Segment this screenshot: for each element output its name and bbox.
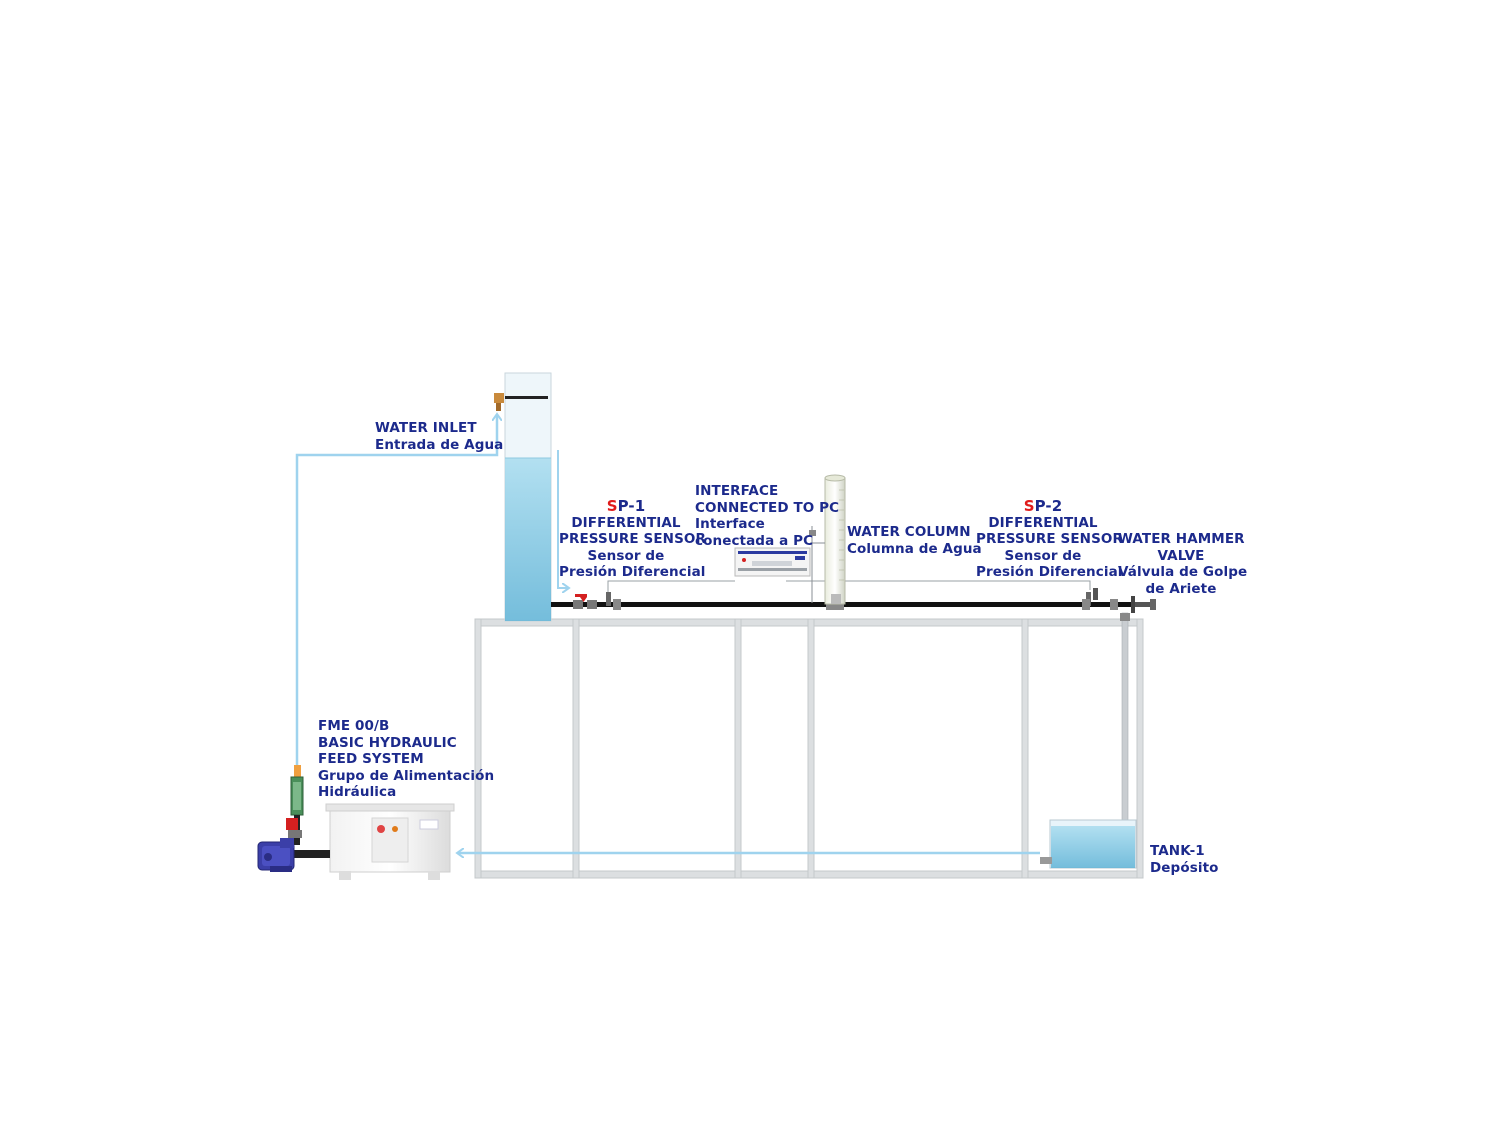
fme-line1: FME 00/B bbox=[318, 718, 390, 734]
sp2-line3: Sensor de bbox=[1004, 547, 1082, 564]
fme-line4: Grupo de Alimentación bbox=[318, 767, 495, 784]
support-frame bbox=[474, 618, 1144, 879]
fme-label: FME 00/B BASIC HYDRAULIC FEED SYSTEM Gru… bbox=[318, 718, 494, 801]
water-hammer-valve-label: WATER HAMMER VALVE Válvula de Golpe de A… bbox=[1118, 531, 1248, 597]
sp2-label: SP-2 DIFFERENTIAL PRESSURE SENSOR Sensor… bbox=[976, 497, 1123, 581]
inlet-elbow-icon bbox=[494, 393, 504, 403]
head-tank bbox=[494, 372, 552, 622]
water-column bbox=[809, 474, 846, 605]
whv-line1: WATER HAMMER bbox=[1118, 531, 1245, 547]
interface-box bbox=[734, 547, 811, 577]
tank1-label: TANK-1 Depósito bbox=[1150, 843, 1219, 876]
interface-label: INTERFACE CONNECTED TO PC Interface cone… bbox=[695, 483, 839, 549]
fme-feed-system bbox=[325, 803, 455, 880]
fme-line5: Hidráulica bbox=[318, 784, 397, 800]
pump-icon bbox=[257, 838, 295, 872]
valve-icon bbox=[580, 597, 587, 602]
sp2-line2: PRESSURE SENSOR bbox=[976, 531, 1123, 547]
fme-line3: FEED SYSTEM bbox=[318, 751, 424, 767]
interface-line4: conectada a PC bbox=[695, 532, 814, 549]
water-inlet-title: WATER INLET bbox=[375, 420, 477, 436]
sp1-line2: PRESSURE SENSOR bbox=[559, 531, 706, 547]
fme-line2: BASIC HYDRAULIC bbox=[318, 734, 457, 751]
main-pipe bbox=[551, 596, 1156, 613]
supply-flow-arrow bbox=[295, 415, 497, 767]
sp1-label: SP-1 DIFFERENTIAL PRESSURE SENSOR Sensor… bbox=[559, 497, 706, 581]
interface-line3: Interface bbox=[695, 516, 765, 532]
sp2-line1: DIFFERENTIAL bbox=[988, 514, 1098, 531]
water-column-label: WATER COLUMN Columna de Agua bbox=[847, 524, 982, 557]
sp2-line4: Presión Diferencial bbox=[976, 564, 1123, 580]
sp1-line3: Sensor de bbox=[587, 547, 665, 564]
interface-line2: CONNECTED TO PC bbox=[695, 499, 840, 516]
sp1-tag: SP-1 bbox=[606, 497, 646, 515]
whv-line3: Válvula de Golpe bbox=[1118, 564, 1248, 580]
tank1-subtitle: Depósito bbox=[1150, 859, 1219, 876]
water-column-subtitle: Columna de Agua bbox=[847, 540, 982, 557]
water-inlet-label: WATER INLET Entrada de Agua bbox=[375, 420, 503, 453]
sp2-tag: SP-2 bbox=[1023, 497, 1063, 515]
tank-1 bbox=[1040, 819, 1137, 869]
sp1-line1: DIFFERENTIAL bbox=[571, 514, 681, 531]
water-column-title: WATER COLUMN bbox=[847, 524, 971, 540]
interface-line1: INTERFACE bbox=[695, 483, 779, 499]
tank1-title: TANK-1 bbox=[1150, 843, 1205, 859]
drain-pipe bbox=[1120, 612, 1130, 824]
sp1-line4: Presión Diferencial bbox=[559, 564, 706, 580]
whv-line4: de Ariete bbox=[1145, 580, 1217, 597]
tank-outlet-arrow bbox=[557, 450, 568, 588]
water-inlet-subtitle: Entrada de Agua bbox=[375, 436, 504, 453]
tank-icon bbox=[1051, 826, 1135, 868]
whv-line2: VALVE bbox=[1157, 547, 1205, 564]
pump-assembly bbox=[257, 765, 330, 872]
sensor-lines bbox=[607, 580, 1091, 592]
